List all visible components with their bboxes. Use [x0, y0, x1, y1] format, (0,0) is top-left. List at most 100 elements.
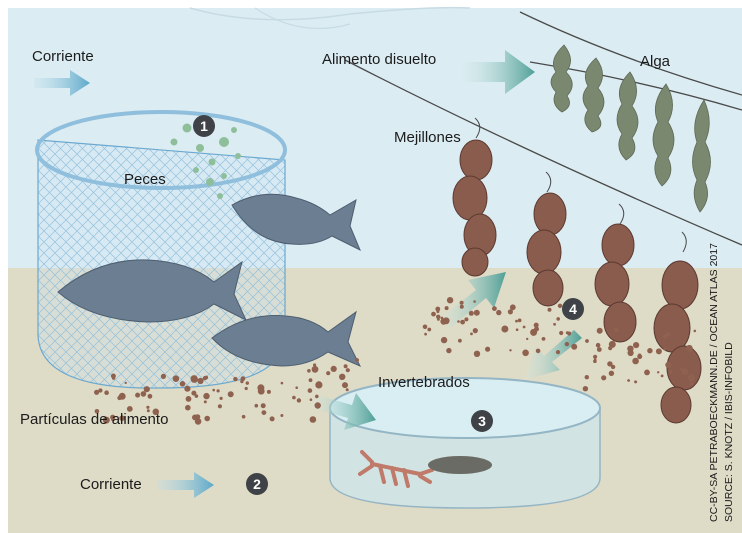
food-particle [146, 406, 149, 409]
food-particle [632, 358, 639, 365]
food-particle [694, 330, 697, 333]
food-particle [548, 308, 552, 312]
food-particle [686, 345, 693, 352]
food-particle [473, 300, 476, 303]
food-particle [212, 389, 215, 392]
food-particle [594, 358, 597, 361]
food-particle [331, 366, 337, 372]
food-particle [669, 370, 672, 373]
food-particle [637, 354, 642, 359]
food-particle [270, 416, 275, 421]
food-particle [342, 382, 348, 388]
food-particle [460, 320, 465, 325]
food-particle [261, 403, 266, 408]
food-particle [316, 405, 319, 408]
sea-cucumber [428, 456, 492, 474]
food-particle [666, 332, 670, 336]
food-particle [309, 378, 313, 382]
food-particle [516, 328, 519, 331]
food-particle [240, 380, 243, 383]
food-particle [308, 388, 313, 393]
food-particle [656, 348, 662, 354]
food-particle [313, 363, 316, 366]
food-particle [204, 400, 207, 403]
food-particle [583, 386, 588, 391]
fish-label: Peces [124, 172, 166, 187]
food-particle [474, 351, 480, 357]
food-particle [180, 381, 186, 387]
food-particle [474, 310, 480, 316]
food-particle [125, 382, 127, 384]
food-particle [310, 416, 317, 423]
food-particle [681, 368, 688, 375]
food-particle [245, 387, 248, 390]
food-particle [536, 349, 541, 354]
food-particle [436, 310, 439, 313]
food-particle [556, 350, 560, 354]
food-particle [518, 319, 522, 323]
food-particle [614, 328, 619, 333]
food-particle [601, 375, 606, 380]
food-particle [445, 306, 449, 310]
food-particle [135, 393, 140, 398]
food-particle [644, 370, 650, 376]
food-particle [522, 350, 529, 357]
food-particle [542, 337, 546, 341]
invertebrates-label: Invertebrados [378, 375, 470, 390]
food-particle [267, 390, 271, 394]
food-particle [104, 390, 109, 395]
food-particle [203, 393, 209, 399]
food-particle [424, 333, 427, 336]
marker-3: 3 [471, 410, 493, 432]
food-particle [144, 386, 150, 392]
food-particle [191, 375, 198, 382]
food-particle [112, 377, 115, 380]
food-particle [634, 380, 637, 383]
food-particle [246, 381, 249, 384]
food-particle [585, 339, 589, 343]
food-particle [173, 375, 180, 382]
food-particle [191, 391, 196, 396]
food-particle [355, 358, 359, 362]
food-particle [258, 388, 265, 395]
food-particle [117, 396, 121, 400]
credit-line-2: SOURCE: S. KNOTZ / IBIS-INFOBILD [724, 342, 735, 522]
food-particle [553, 323, 556, 326]
algae-label: Alga [640, 54, 670, 69]
food-particle [295, 386, 298, 389]
food-particle [186, 396, 192, 402]
food-particle [94, 390, 99, 395]
food-particle [310, 398, 313, 401]
food-particle [609, 341, 616, 348]
food-particle [523, 326, 526, 329]
food-particle [427, 328, 431, 332]
food-particle [661, 375, 664, 378]
food-particle [508, 309, 513, 314]
food-particle [297, 398, 301, 402]
marker-4: 4 [562, 298, 584, 320]
food-particle [161, 374, 166, 379]
food-particle [515, 320, 518, 323]
food-particle [473, 328, 478, 333]
food-particle [447, 297, 453, 303]
food-particle [688, 375, 695, 382]
food-particle [571, 344, 577, 350]
food-particle [233, 377, 237, 381]
food-particle [534, 327, 539, 332]
food-particle [657, 371, 659, 373]
food-particle [469, 311, 474, 316]
food-particle [315, 395, 319, 399]
marker-2: 2 [246, 473, 268, 495]
food-particle [509, 349, 511, 351]
food-particle [312, 366, 319, 373]
food-particle [281, 382, 284, 385]
food-particle [460, 305, 464, 309]
food-particle [192, 415, 198, 421]
current-top-label: Corriente [32, 49, 94, 64]
food-particle [228, 391, 234, 397]
food-particle [431, 312, 436, 317]
credit-line-1: CC-BY-SA PETRABOECKMANN.DE / OCEAN ATLAS… [709, 243, 720, 522]
food-particle [346, 368, 350, 372]
food-particle [307, 369, 311, 373]
